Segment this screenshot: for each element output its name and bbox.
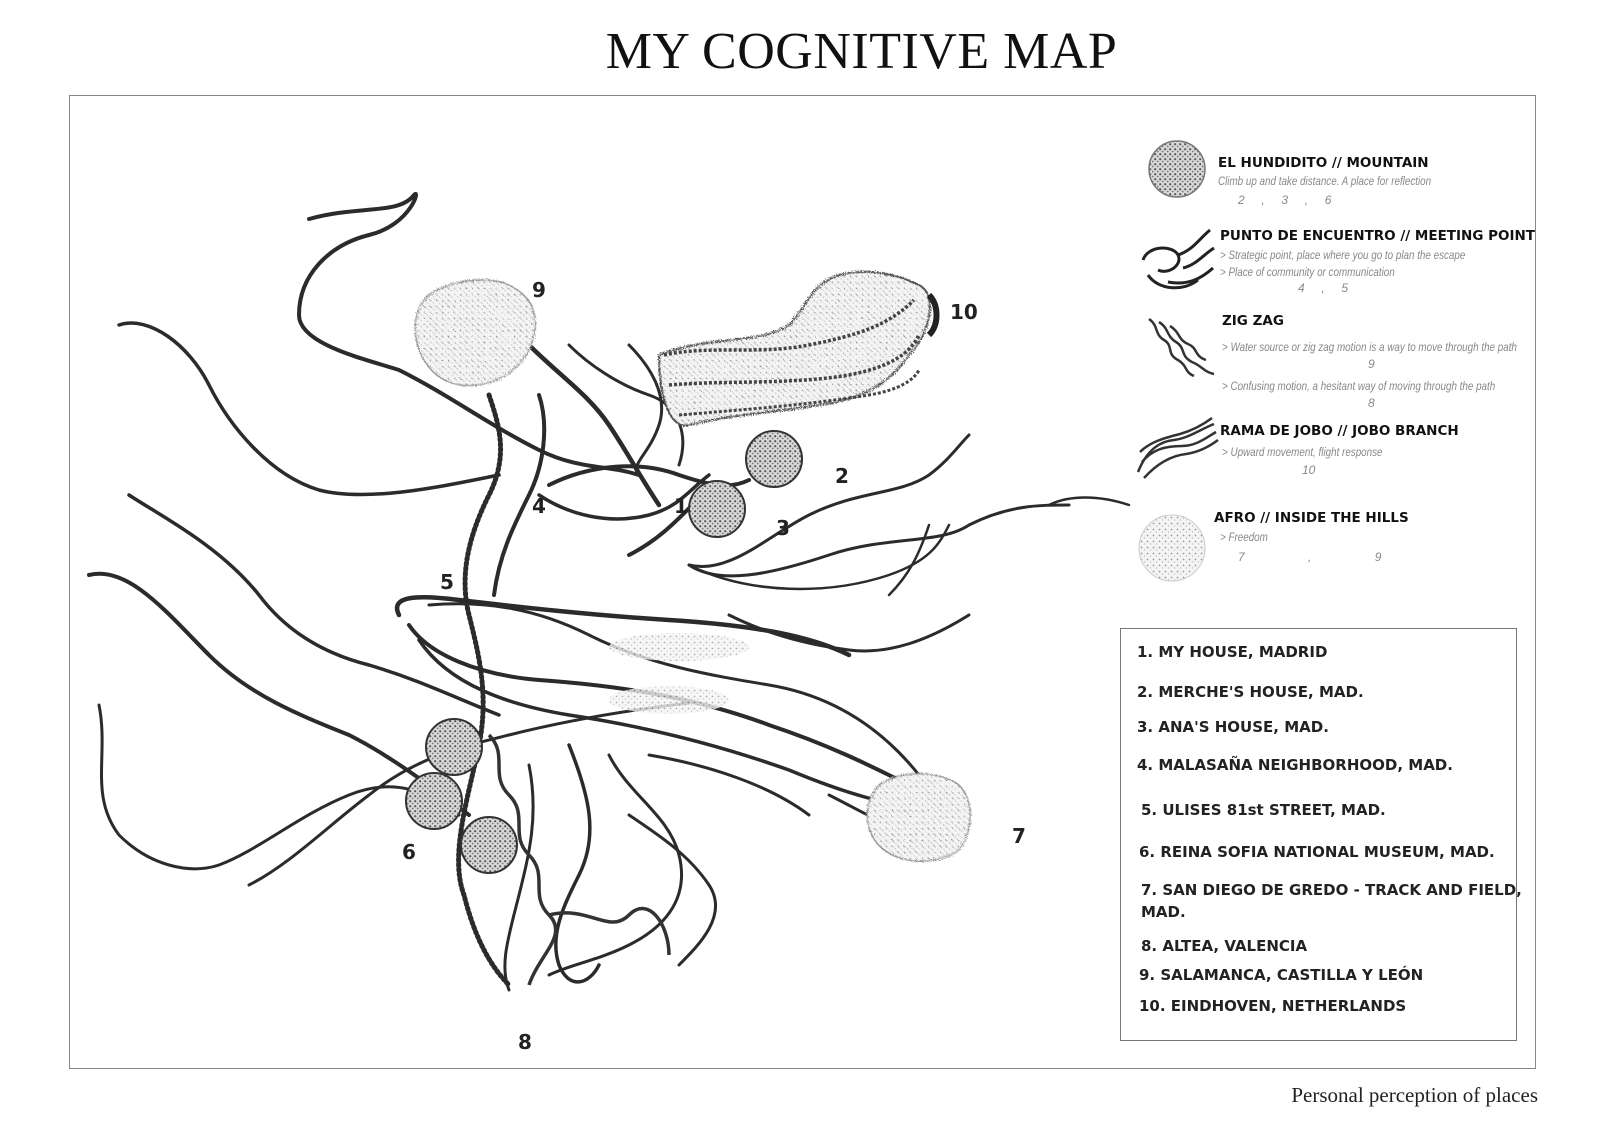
place-item-6: 6. REINA SOFIA NATIONAL MUSEUM, MAD. [1139, 843, 1495, 861]
legend-desc-mountain: Climb up and take distance. A place for … [1218, 174, 1432, 188]
legend-title-afro-hills: AFRO // INSIDE THE HILLS [1214, 510, 1409, 526]
path-line [627, 343, 664, 477]
mountain-3 [688, 480, 746, 538]
zig-zag-lines [487, 733, 671, 986]
path-line [1047, 496, 1131, 507]
path-line [647, 753, 811, 817]
jobo-branch-stroke [678, 369, 921, 417]
legend-nums-meeting-point: 4 , 5 [1298, 281, 1349, 295]
cognitive-map-drawing [87, 191, 1131, 992]
place-item-5: 5. ULISES 81st STREET, MAD. [1141, 801, 1386, 819]
legend-title-mountain: EL HUNDIDITO // MOUNTAIN [1218, 155, 1429, 171]
place-item-10: 10. EINDHOVEN, NETHERLANDS [1139, 997, 1407, 1015]
legend-desc-meeting-point-1: > Strategic point, place where you go to… [1220, 248, 1466, 262]
path-line [567, 343, 685, 467]
afro-hill-shape [414, 279, 536, 387]
legend-nums-zig-zag-1: 9 [1368, 357, 1375, 371]
meeting-point-icon [1141, 228, 1215, 290]
path-line [492, 393, 547, 597]
path-lines [87, 191, 1131, 992]
mountain-6b [405, 772, 463, 830]
map-frame [69, 95, 1536, 1069]
place-item-8: 8. ALTEA, VALENCIA [1141, 937, 1308, 955]
zig-zag-line [487, 733, 558, 986]
mountain-6a [425, 718, 483, 776]
legend-title-meeting-point: PUNTO DE ENCUENTRO // MEETING POINT [1220, 228, 1536, 244]
place-item-4: 4. MALASAÑA NEIGHBORHOOD, MAD. [1137, 756, 1453, 774]
map-number-7: 7 [1012, 824, 1026, 848]
path-line [456, 392, 512, 988]
place-item-7: 7. SAN DIEGO DE GREDO - TRACK AND FIELD, [1141, 881, 1522, 899]
legend-desc-zig-zag-2: > Confusing motion, a hesitant way of mo… [1222, 379, 1496, 393]
mountain-6c [460, 816, 518, 874]
place-item-3: 3. ANA'S HOUSE, MAD. [1137, 718, 1329, 736]
legend-nums-zig-zag-2: 8 [1368, 396, 1375, 410]
afro-hills-icon [1138, 514, 1206, 582]
path-line [503, 763, 535, 992]
path-line [554, 743, 601, 984]
places-list: 1. MY HOUSE, MADRID 2. MERCHE'S HOUSE, M… [1120, 628, 1522, 1041]
map-number-5: 5 [440, 570, 454, 594]
map-number-3: 3 [776, 516, 790, 540]
legend-nums-afro-hills: 7 , 9 [1238, 550, 1382, 564]
legend-desc-meeting-point-2: > Place of community or communication [1220, 265, 1395, 279]
zig-zag-line [548, 906, 671, 956]
map-number-2: 2 [835, 464, 849, 488]
place-item-1: 1. MY HOUSE, MADRID [1137, 643, 1328, 661]
path-line [547, 753, 684, 977]
map-number-10: 10 [950, 300, 978, 324]
map-number-4: 4 [532, 494, 546, 518]
path-line [427, 602, 921, 777]
path-line [117, 321, 501, 497]
map-number-9: 9 [532, 278, 546, 302]
path-line [296, 191, 641, 477]
place-item-7-cont: MAD. [1141, 903, 1186, 921]
path-line [394, 595, 852, 658]
path-line [627, 813, 717, 967]
path-line [687, 503, 1071, 578]
legend-desc-afro-hills: > Freedom [1220, 530, 1268, 544]
page-title: MY COGNITIVE MAP [605, 23, 1118, 80]
zig-zag-icon [1148, 317, 1215, 378]
haze-shape [609, 633, 749, 661]
afro-hill-9 [414, 279, 536, 387]
path-line [526, 342, 662, 508]
jobo-branch-icon [1136, 416, 1219, 479]
legend-desc-jobo-branch: > Upward movement, flight response [1222, 445, 1383, 459]
jobo-branch-stroke [663, 298, 916, 357]
map-number-6: 6 [402, 840, 416, 864]
path-line [727, 613, 971, 653]
legend-nums-jobo-branch: 10 [1302, 463, 1316, 477]
path-line [887, 523, 931, 597]
jobo-branch-stroke [926, 292, 940, 338]
legend-desc-zig-zag-1: > Water source or zig zag motion is a wa… [1222, 340, 1517, 354]
mountains [405, 430, 803, 874]
jobo-branch-stroke [668, 334, 921, 387]
mountain-icon [1148, 140, 1206, 198]
map-number-1: 1 [674, 494, 688, 518]
legend-title-jobo-branch: RAMA DE JOBO // JOBO BRANCH [1220, 423, 1459, 439]
path-line [687, 523, 951, 591]
path-line [127, 493, 501, 717]
legend-title-zig-zag: ZIG ZAG [1222, 313, 1284, 329]
jobo-branch-10 [657, 270, 940, 427]
place-item-2: 2. MERCHE'S HOUSE, MAD. [1137, 683, 1364, 701]
haze-shape [609, 686, 729, 714]
path-line [87, 571, 471, 817]
map-number-8: 8 [518, 1030, 532, 1054]
mountain-2 [745, 430, 803, 488]
path-line [97, 703, 461, 871]
caption: Personal perception of places [1291, 1083, 1538, 1107]
legend-nums-mountain: 2 , 3 , 6 [1238, 193, 1332, 207]
afro-hill-7 [866, 773, 971, 862]
afro-hill-shape [866, 773, 971, 862]
path-line [687, 433, 971, 568]
path-line [537, 473, 711, 521]
place-item-9: 9. SALAMANCA, CASTILLA Y LEÓN [1139, 966, 1424, 984]
